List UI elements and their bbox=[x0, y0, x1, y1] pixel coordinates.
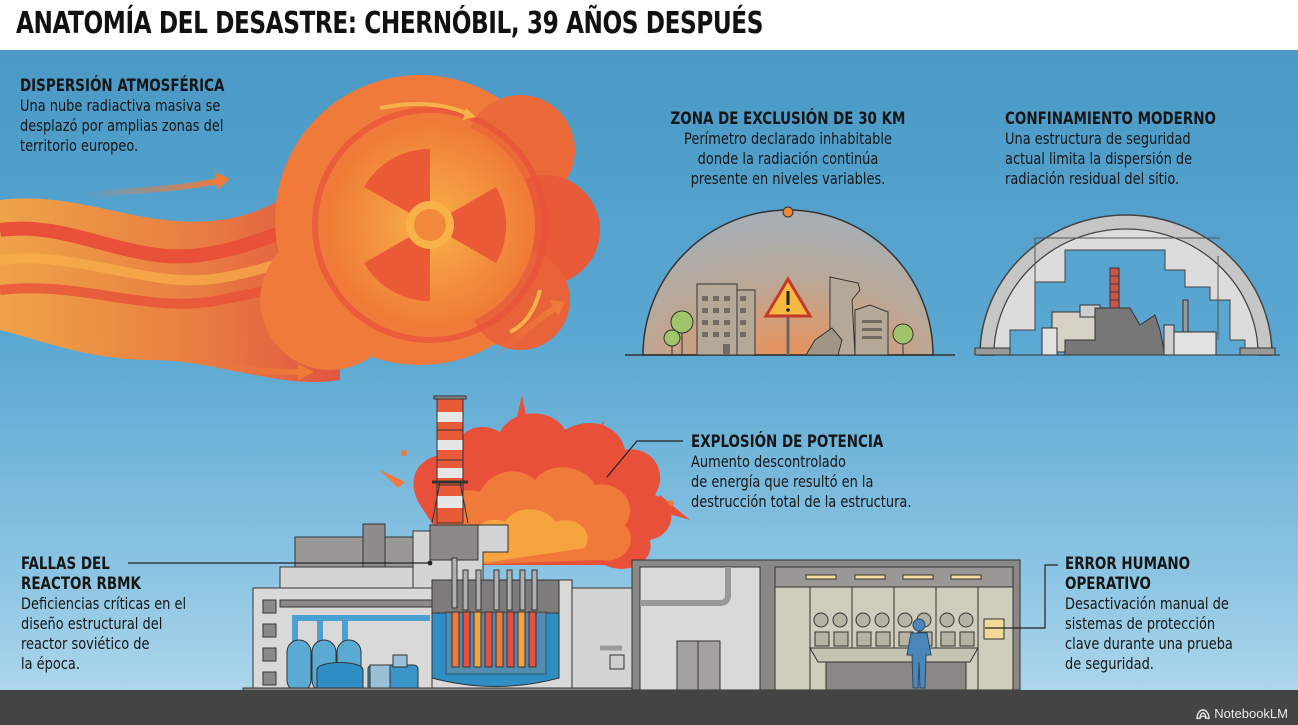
warning-sign-icon bbox=[763, 276, 813, 355]
dispersion-heading: DISPERSIÓN ATMOSFÉRICA bbox=[20, 76, 225, 96]
brand-label: NotebookLM bbox=[1214, 706, 1288, 721]
confinement-label: CONFINAMIENTO MODERNO Una estructura de … bbox=[1005, 109, 1245, 189]
explosion-heading: EXPLOSIÓN DE POTENCIA bbox=[691, 432, 884, 452]
explosion-label: EXPLOSIÓN DE POTENCIA Aumento descontrol… bbox=[691, 432, 936, 512]
confinement-body: Una estructura de seguridad actual limit… bbox=[1005, 129, 1193, 188]
radiation-trefoil-icon bbox=[364, 148, 507, 302]
exclusion-zone-label: ZONA DE EXCLUSIÓN DE 30 KM Perímetro dec… bbox=[643, 109, 933, 189]
confinement-heading: CONFINAMIENTO MODERNO bbox=[1005, 109, 1216, 129]
human-error-body: Desactivación manual de sistemas de prot… bbox=[1065, 594, 1233, 673]
exclusion-zone-dome bbox=[625, 206, 955, 356]
leader-lines bbox=[128, 440, 1058, 629]
radioactive-cloud bbox=[0, 75, 600, 383]
infographic-canvas: DISPERSIÓN ATMOSFÉRICA Una nube radiacti… bbox=[0, 50, 1298, 705]
title-bar: ANATOMÍA DEL DESASTRE: CHERNÓBIL, 39 AÑO… bbox=[0, 0, 1298, 50]
explosion-body: Aumento descontrolado de energía que res… bbox=[691, 452, 912, 511]
ground bbox=[0, 690, 1298, 705]
human-error-heading-1: ERROR HUMANO bbox=[1065, 554, 1191, 574]
dispersion-label: DISPERSIÓN ATMOSFÉRICA Una nube radiacti… bbox=[20, 76, 252, 156]
reactor-flaws-heading-2: REACTOR RBMK bbox=[21, 574, 141, 594]
human-error-label: ERROR HUMANO OPERATIVO Desactivación man… bbox=[1065, 554, 1252, 674]
ventilation-stack bbox=[431, 395, 469, 524]
illustration bbox=[0, 75, 1298, 705]
dispersion-body: Una nube radiactiva masiva se desplazó p… bbox=[20, 96, 224, 155]
page-title: ANATOMÍA DEL DESASTRE: CHERNÓBIL, 39 AÑO… bbox=[16, 6, 764, 41]
control-room bbox=[631, 559, 1021, 691]
reactor-flaws-body: Deficiencias críticas en el diseño estru… bbox=[21, 594, 187, 673]
reactor-flaws-heading-1: FALLAS DEL bbox=[21, 554, 110, 574]
reactor-flaws-label: FALLAS DEL REACTOR RBMK Deficiencias crí… bbox=[21, 554, 204, 674]
operator-figure bbox=[906, 618, 932, 689]
exclusion-zone-body: Perímetro declarado inhabitable donde la… bbox=[684, 129, 892, 188]
arrow-icon bbox=[84, 172, 565, 380]
confinement-arch bbox=[974, 214, 1280, 356]
reactor-building bbox=[242, 523, 644, 696]
tree-icon bbox=[663, 310, 914, 355]
notebooklm-logo-icon bbox=[1196, 708, 1210, 720]
exclusion-zone-heading: ZONA DE EXCLUSIÓN DE 30 KM bbox=[670, 109, 906, 129]
human-error-heading-2: OPERATIVO bbox=[1065, 574, 1151, 594]
footer-bar: NotebookLM bbox=[0, 703, 1298, 725]
notebooklm-brand: NotebookLM bbox=[1196, 706, 1288, 721]
